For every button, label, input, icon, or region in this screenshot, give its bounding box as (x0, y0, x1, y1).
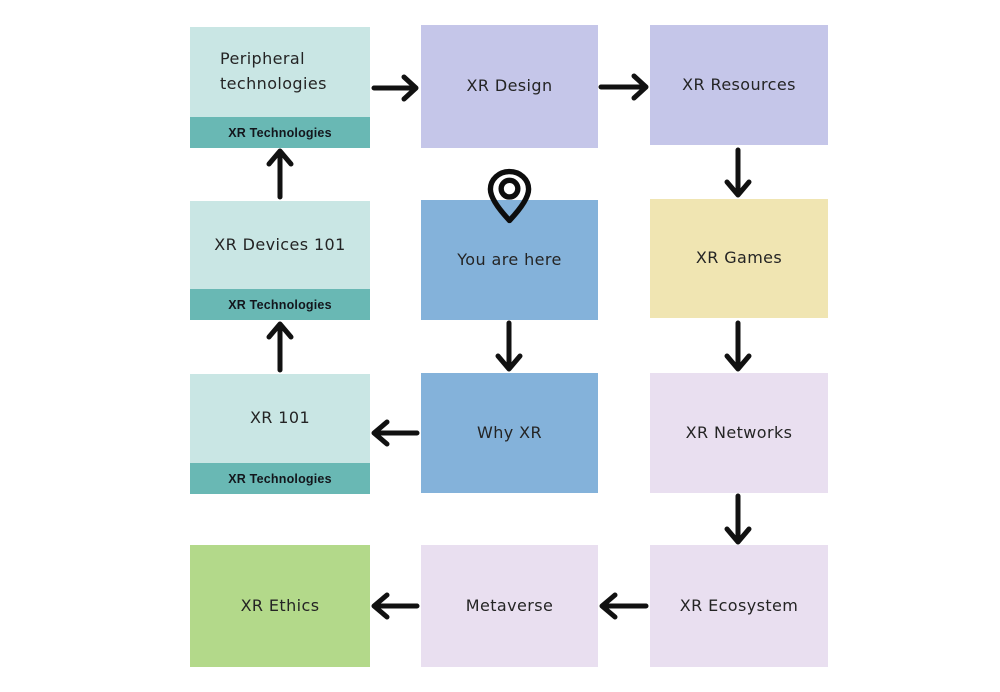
node-label: XR Ecosystem (679, 595, 799, 615)
node-label: XR Resources (682, 74, 796, 94)
node-xr-games: XR Games (650, 199, 828, 318)
node-xr-101: XR 101 XR Technologies (190, 374, 370, 494)
arrow-xr-ecosystem-to-metaverse (599, 592, 649, 620)
node-xr-devices-101: XR Devices 101 XR Technologies (190, 201, 370, 320)
node-label: XR Ethics (240, 595, 320, 615)
arrow-xr-devices-101-to-peripheral (266, 148, 294, 200)
arrow-peripheral-to-xr-design (371, 74, 419, 102)
node-xr-resources: XR Resources (650, 25, 828, 145)
arrow-xr-games-to-xr-networks (724, 320, 752, 372)
arrow-metaverse-to-xr-ethics (371, 592, 420, 620)
arrow-you-are-here-to-why-xr (495, 320, 523, 372)
node-label: You are here (457, 249, 562, 269)
node-xr-networks: XR Networks (650, 373, 828, 493)
node-label: XR 101 (249, 408, 311, 428)
node-xr-design: XR Design (421, 25, 598, 148)
node-peripheral-technologies: Peripheral technologies XR Technologies (190, 27, 370, 148)
node-label: XR Networks (685, 422, 793, 442)
arrow-xr-resources-to-xr-games (724, 147, 752, 198)
node-xr-ecosystem: XR Ecosystem (650, 545, 828, 667)
node-badge: XR Technologies (190, 117, 370, 148)
node-label: Metaverse (465, 595, 554, 615)
node-xr-ethics: XR Ethics (190, 545, 370, 667)
node-label: XR Games (695, 248, 783, 268)
arrow-xr-networks-to-xr-ecosystem (724, 493, 752, 545)
node-why-xr: Why XR (421, 373, 598, 493)
map-pin-icon (487, 168, 532, 224)
node-label: Why XR (477, 422, 542, 442)
node-badge: XR Technologies (190, 463, 370, 494)
arrow-xr-101-to-xr-devices-101 (266, 321, 294, 373)
node-label: XR Design (466, 76, 553, 96)
node-metaverse: Metaverse (421, 545, 598, 667)
node-label: Peripheral technologies (220, 49, 327, 93)
node-badge: XR Technologies (190, 289, 370, 320)
arrow-why-xr-to-xr-101 (371, 419, 420, 447)
node-label: XR Devices 101 (214, 234, 346, 254)
arrow-xr-design-to-xr-resources (598, 73, 649, 101)
